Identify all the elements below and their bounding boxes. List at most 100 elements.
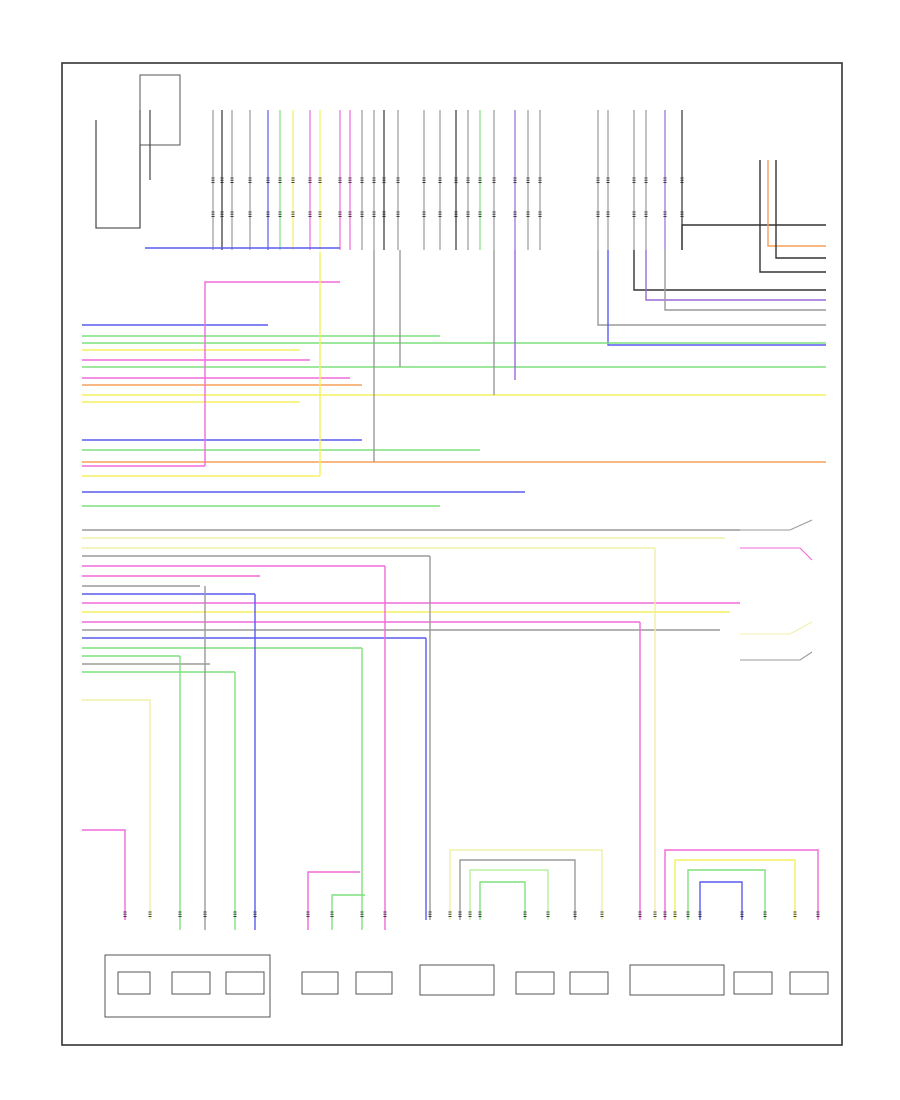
connector-pin [663,177,667,183]
wire-right-7 [664,250,826,311]
connector-pin [278,211,282,217]
connector-pin [338,177,342,183]
bottom-pin [330,911,334,917]
wire-right-5 [633,250,826,291]
wire-top-left [95,110,141,229]
rf-tweeter-b [331,894,365,930]
component-rf-door-conn [629,964,725,996]
connector-pin [466,211,470,217]
connector-pin [211,211,215,217]
lf-bundle-4 [479,881,526,920]
connector-pin [454,177,458,183]
connector-pin [382,211,386,217]
connector-pin [492,177,496,183]
connector-pin [513,177,517,183]
connector-pin [372,211,376,217]
drop-rr-speaker-b [82,829,126,920]
wire-right-2 [759,160,826,273]
bottom-pin [638,911,642,917]
bottom-pin [546,911,550,917]
switch-upper-b [740,547,813,561]
connector-pin [291,211,295,217]
connector-pin [396,211,400,217]
connector-pin [360,177,364,183]
component-rf-speaker-b [789,971,829,995]
rf-bundle-3 [687,869,766,920]
diagram-frame [61,62,843,1046]
connector-pin [248,211,252,217]
connector-pin [632,211,636,217]
bottom-pin [448,911,452,917]
rf-bundle-1 [664,849,819,920]
top-left-component [139,74,181,146]
switch-upper [740,519,813,531]
connector-pin [538,211,542,217]
bottom-pin [816,911,820,917]
bottom-pin [698,911,702,917]
component-lf-tweeter [355,971,393,995]
bottom-pin [573,911,577,917]
component-rf-speaker-a [733,971,773,995]
bottom-pin [233,911,237,917]
connector-pin [422,177,426,183]
component-subwoofer [171,971,211,995]
connector-pin [396,177,400,183]
wires-layer [82,110,826,930]
bottom-pin [523,911,527,917]
wire-right-8 [597,250,826,326]
drop-rr-speaker-a [82,699,151,920]
rf-tweeter-a [307,871,360,930]
bottom-pin [478,911,482,917]
connector-pin [632,177,636,183]
connector-pin [230,177,234,183]
connector-pin [348,211,352,217]
connector-pin [308,211,312,217]
connector-pin [644,177,648,183]
connector-pin [478,211,482,217]
connector-pin [382,177,386,183]
component-lf-speaker-b [569,971,609,995]
wire-right-1 [681,224,826,250]
bottom-pin [360,911,364,917]
connector-pin [211,177,215,183]
connector-pin [596,177,600,183]
bottom-pin [458,911,462,917]
connector-pin [308,177,312,183]
connector-pin [318,211,322,217]
connector-pin [513,211,517,217]
bottom-pin [428,911,432,917]
lf-bundle-3 [469,869,549,920]
connector-pin [438,177,442,183]
connector-pin [454,211,458,217]
bottom-pin [663,911,667,917]
connector-pin [220,177,224,183]
bottom-pin [600,911,604,917]
connector-pin [248,177,252,183]
connector-pin [438,211,442,217]
connector-pin [680,177,684,183]
rf-bundle-2 [674,859,796,920]
connector-pin [606,177,610,183]
connector-pin [266,211,270,217]
connector-pin [338,211,342,217]
connector-pin [492,211,496,217]
bottom-pin [148,911,152,917]
connector-pin [372,177,376,183]
bottom-pin [123,911,127,917]
connector-pin [318,177,322,183]
bottom-pin [740,911,744,917]
lf-bundle-1 [449,849,603,920]
switch-lower-b [740,651,813,661]
bottom-pin [253,911,257,917]
bottom-pin [686,911,690,917]
bottom-pin [793,911,797,917]
wire-right-3 [767,160,826,247]
connector-pin [526,177,530,183]
connector-pin [220,211,224,217]
connector-pin [278,177,282,183]
component-lf-door-conn [419,964,495,996]
lf-bundle-2 [459,859,576,920]
rf-bundle-4 [699,881,743,920]
connector-pin [538,177,542,183]
